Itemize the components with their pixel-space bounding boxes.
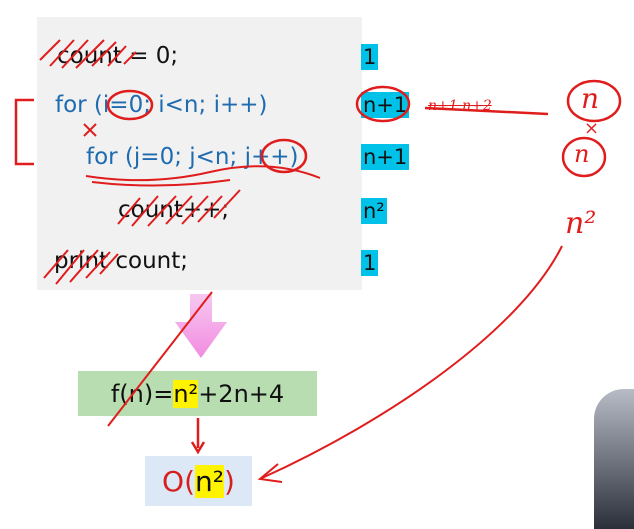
code-line-print: print count; bbox=[54, 248, 188, 274]
down-arrow-icon bbox=[175, 294, 227, 358]
hatch-scribble-line4 bbox=[117, 189, 241, 227]
formula-box: f(n)=n²+2n+4 bbox=[78, 371, 317, 416]
big-o-highlight: n² bbox=[195, 464, 224, 498]
handwritten-n-top: n bbox=[581, 82, 600, 115]
formula-prefix: f(n)= bbox=[110, 379, 174, 408]
circle-n-top bbox=[566, 79, 622, 123]
handwritten-times: × bbox=[584, 118, 600, 139]
underline-scribble-line3 bbox=[85, 165, 321, 182]
circle-n-bottom bbox=[561, 136, 607, 178]
circle-outer-count bbox=[355, 85, 411, 123]
big-o-open: O( bbox=[162, 464, 196, 498]
underline-scribble-line3b bbox=[91, 179, 231, 187]
count-badge-line4: n² bbox=[361, 198, 387, 224]
code-line-inner-loop: for (j=0; j<n; j++) bbox=[86, 144, 299, 170]
crossed-handwriting: n+1 n+2 bbox=[428, 98, 492, 114]
circle-outer-init bbox=[106, 89, 154, 121]
presenter-silhouette bbox=[594, 389, 634, 529]
count-badge-line1: 1 bbox=[361, 44, 379, 70]
circle-inner-n bbox=[260, 138, 308, 174]
count-badge-line5: 1 bbox=[361, 250, 379, 276]
diagonal-stroke bbox=[107, 291, 213, 427]
formula-suffix: +2n+4 bbox=[198, 379, 285, 408]
handwritten-n-bottom: n bbox=[574, 140, 590, 168]
count-badge-line2: n+1 bbox=[361, 92, 410, 118]
hatch-scribble-line5 bbox=[43, 249, 119, 285]
formula-highlight: n² bbox=[173, 379, 199, 408]
n-squared-to-bigo-arrow bbox=[261, 245, 563, 479]
code-panel bbox=[37, 17, 362, 290]
hatch-scribble-line1 bbox=[39, 39, 137, 69]
handwritten-n-squared: n² bbox=[565, 206, 597, 241]
code-line-outer-loop: for (i=0; i<n; i++) bbox=[55, 92, 268, 118]
big-o-box: O(n²) bbox=[145, 456, 252, 506]
count-badge-line3: n+1 bbox=[361, 144, 410, 170]
times-mark bbox=[83, 123, 97, 137]
big-o-close: ) bbox=[224, 464, 235, 498]
strike-line bbox=[424, 106, 549, 116]
loop-bracket bbox=[14, 98, 34, 166]
